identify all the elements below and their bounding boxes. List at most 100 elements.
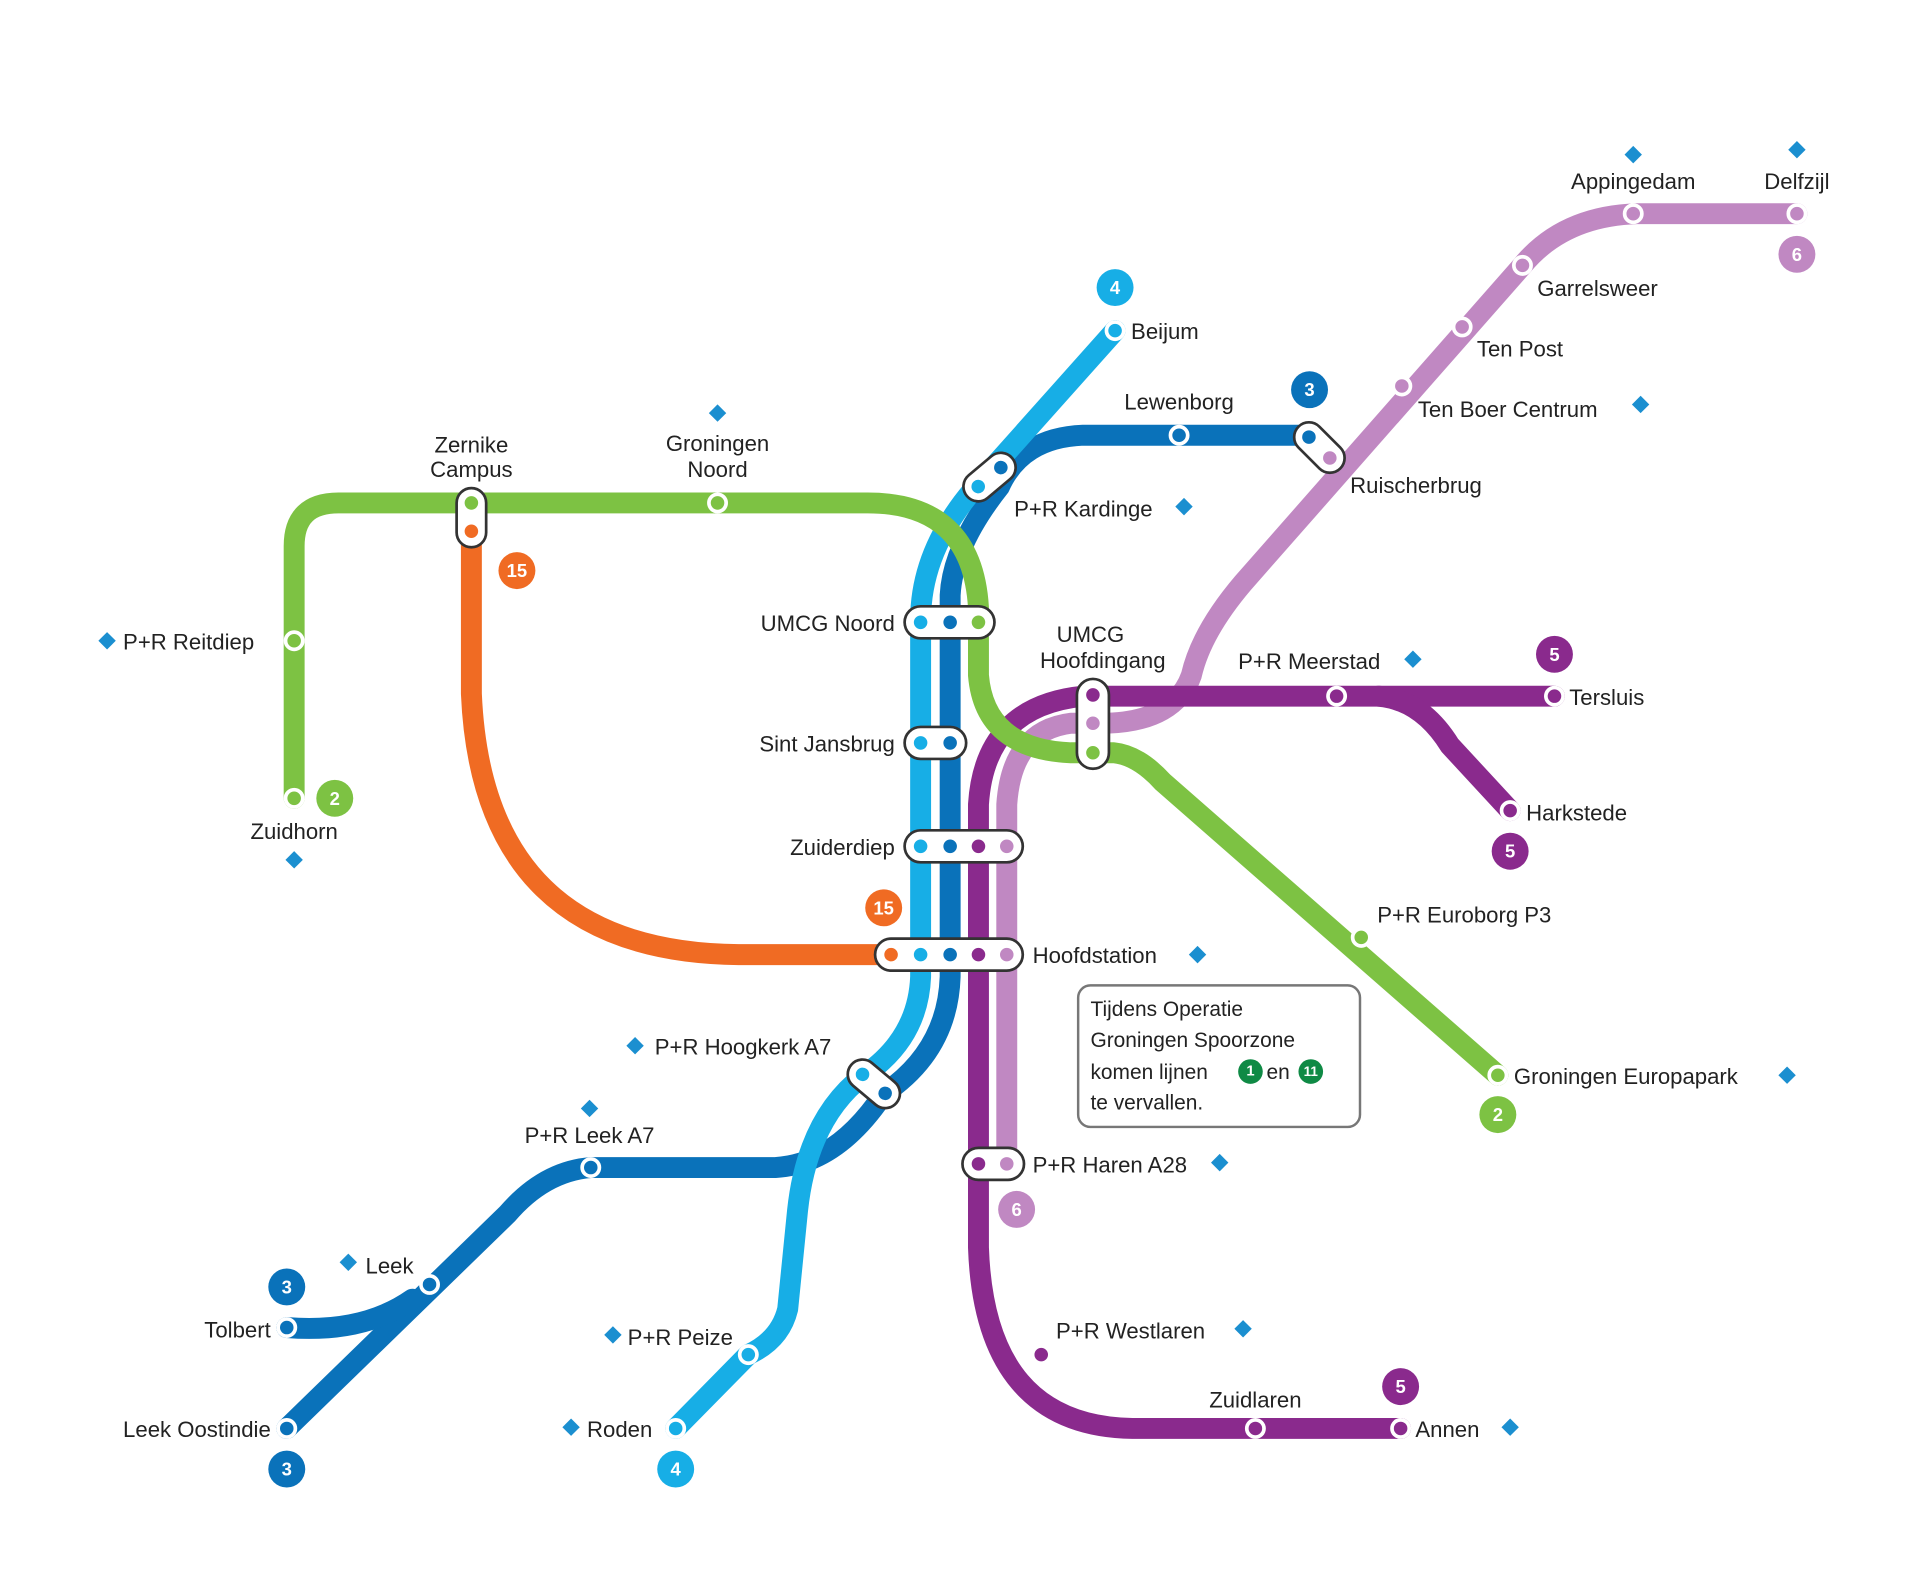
station-label[interactable]: Zernike [434, 432, 508, 457]
station-dot[interactable] [1391, 375, 1413, 397]
station-label[interactable]: Hoofdstation [1033, 943, 1157, 968]
route-badge-2: 2 [1479, 1096, 1517, 1134]
station-dot[interactable] [1451, 316, 1473, 338]
station-dot[interactable] [1244, 1418, 1266, 1439]
station-label[interactable]: Annen [1415, 1417, 1479, 1442]
park-and-ride-icon [708, 404, 727, 422]
route-badge-5: 5 [1382, 1368, 1420, 1406]
station-label[interactable]: Tersluis [1569, 685, 1644, 710]
interchange-zuiderdiep[interactable] [903, 828, 1025, 864]
station-dot[interactable] [283, 630, 305, 652]
svg-text:15: 15 [507, 560, 528, 581]
svg-text:Groningen Spoorzone: Groningen Spoorzone [1090, 1029, 1295, 1052]
station-label[interactable]: Lewenborg [1124, 389, 1234, 414]
station-label[interactable]: Beijum [1131, 319, 1199, 344]
station-label[interactable]: Leek [366, 1253, 415, 1278]
station-dot[interactable] [276, 1317, 298, 1339]
svg-text:4: 4 [671, 1459, 682, 1480]
station-dot[interactable] [1326, 685, 1348, 707]
station-dot[interactable] [1487, 1064, 1509, 1086]
park-and-ride-icon [285, 851, 303, 869]
station-label[interactable]: Zuidhorn [250, 819, 337, 844]
line-15-route [460, 492, 903, 966]
station-label[interactable]: Groningen [666, 431, 769, 456]
station-dot[interactable] [665, 1418, 687, 1439]
svg-text:2: 2 [330, 788, 340, 809]
interchange-kardinge[interactable] [957, 447, 1021, 508]
interchange-hoogkerk[interactable] [842, 1054, 906, 1115]
station-label[interactable]: P+R Westlaren [1056, 1319, 1205, 1344]
station-label[interactable]: P+R Haren A28 [1033, 1152, 1187, 1177]
station-label[interactable]: P+R Leek A7 [525, 1123, 655, 1148]
station-label[interactable]: P+R Peize [628, 1325, 733, 1350]
station-label[interactable]: Ten Post [1477, 336, 1563, 361]
interchange-haren[interactable] [961, 1146, 1026, 1182]
station-label[interactable]: Ruischerbrug [1350, 473, 1482, 498]
interchange-zernike[interactable] [455, 486, 488, 549]
station-label[interactable]: Hoofdingang [1040, 648, 1166, 673]
interchange-umcg-hoofdingang[interactable] [1075, 677, 1111, 771]
park-and-ride-icon [562, 1418, 580, 1436]
park-and-ride-icon [1788, 140, 1806, 159]
svg-text:2: 2 [1493, 1104, 1503, 1125]
station-label[interactable]: Zuiderdiep [790, 835, 895, 860]
station-label[interactable]: P+R Hoogkerk A7 [655, 1034, 832, 1059]
station-label[interactable]: P+R Euroborg P3 [1377, 903, 1551, 928]
park-and-ride-icon [1404, 650, 1422, 668]
interchange-umcg-noord[interactable] [903, 604, 996, 640]
station-label[interactable]: Roden [587, 1417, 652, 1442]
station-dot[interactable] [1544, 685, 1565, 707]
station-dot[interactable] [1512, 254, 1533, 276]
station-label[interactable]: Leek Oostindie [123, 1417, 271, 1442]
station-dot[interactable] [1786, 203, 1808, 225]
park-and-ride-icon [1501, 1418, 1519, 1436]
station-label[interactable]: UMCG Noord [761, 611, 895, 636]
station-label[interactable]: Campus [430, 457, 512, 482]
station-label[interactable]: Noord [687, 457, 747, 482]
station-dot[interactable] [707, 492, 728, 514]
station-dot[interactable] [1390, 1418, 1412, 1439]
station-dot[interactable] [737, 1344, 759, 1366]
station-dot[interactable] [1350, 926, 1372, 948]
station-label[interactable]: Harkstede [1526, 800, 1627, 825]
station-label[interactable]: Garrelsweer [1537, 276, 1658, 301]
svg-text:3: 3 [1304, 379, 1314, 400]
route-badge-6: 6 [998, 1190, 1036, 1228]
station-dot[interactable] [276, 1418, 298, 1439]
route-badge-3: 3 [268, 1450, 306, 1488]
route-badge-15: 15 [498, 552, 536, 590]
station-dot[interactable] [419, 1274, 440, 1295]
svg-text:en: en [1266, 1061, 1289, 1084]
interchange-sint-jansbrug[interactable] [903, 725, 968, 761]
station-label[interactable]: P+R Reitdiep [123, 629, 254, 654]
station-label[interactable]: UMCG [1057, 622, 1125, 647]
station-label[interactable]: Zuidlaren [1209, 1388, 1301, 1413]
station-dot[interactable] [580, 1157, 602, 1179]
station-label[interactable]: Tolbert [204, 1317, 270, 1342]
park-and-ride-icon [98, 632, 116, 650]
station-label[interactable]: P+R Kardinge [1014, 496, 1152, 521]
interchange-hoofdstation[interactable] [873, 937, 1025, 972]
station-label[interactable]: P+R Meerstad [1238, 649, 1380, 674]
station-dot[interactable] [1104, 320, 1126, 342]
station-label[interactable]: Groningen Europapark [1514, 1064, 1739, 1089]
svg-text:5: 5 [1549, 644, 1559, 665]
station-labels: Zernike Campus Groningen Noord P+R Reitd… [123, 169, 1829, 1442]
line-3-tolbert-branch [276, 1288, 423, 1339]
route-badge-3: 3 [268, 1268, 306, 1306]
park-and-ride-icon [1778, 1066, 1796, 1084]
line-5-route [968, 685, 1565, 1439]
station-dot[interactable] [1168, 424, 1190, 446]
station-label[interactable]: Ten Boer Centrum [1418, 397, 1598, 422]
interchange-ruischerbrug[interactable] [1288, 416, 1351, 479]
stations [276, 203, 1808, 1439]
station-dot[interactable] [1030, 1344, 1052, 1366]
station-label[interactable]: Appingedam [1571, 169, 1695, 194]
station-dot[interactable] [1499, 800, 1521, 822]
station-label[interactable]: Delfzijl [1764, 169, 1829, 194]
station-dot[interactable] [1622, 203, 1644, 225]
station-label[interactable]: Sint Jansbrug [759, 732, 894, 757]
svg-text:1: 1 [1246, 1064, 1254, 1080]
park-and-ride-icon [1624, 145, 1642, 164]
station-dot[interactable] [283, 787, 305, 809]
